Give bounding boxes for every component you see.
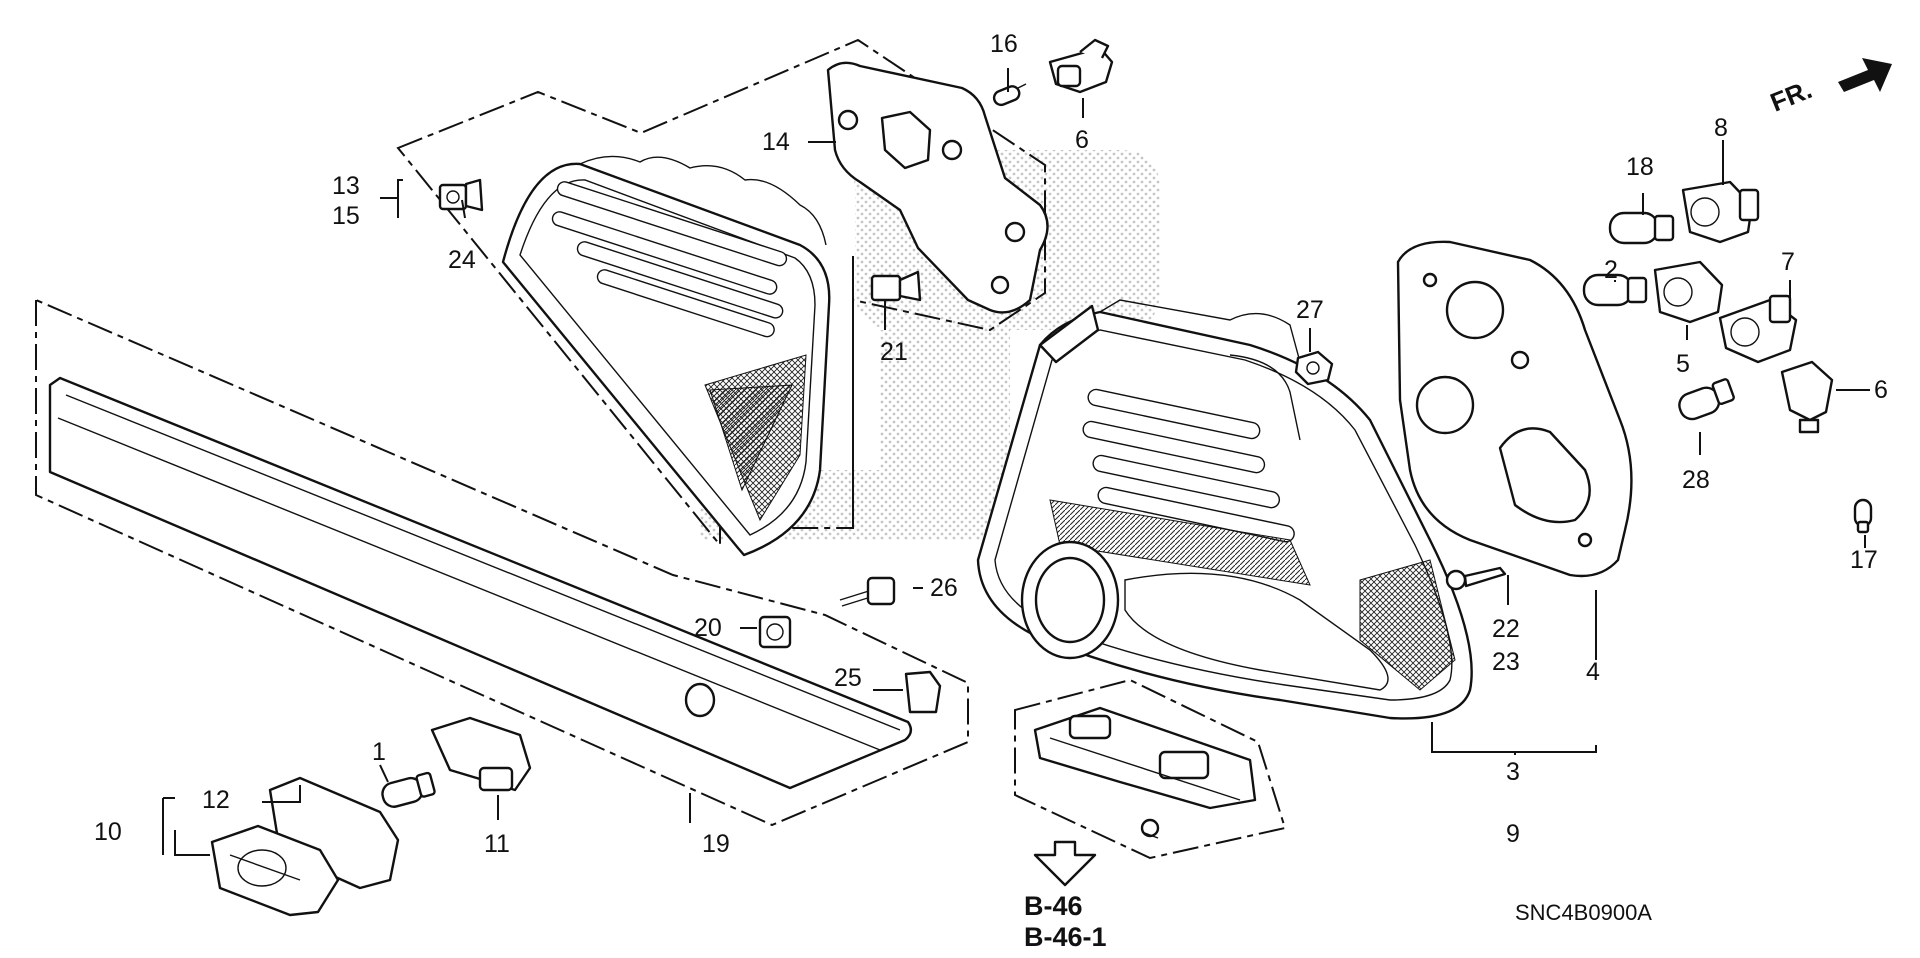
- callout-9: 9: [1506, 820, 1520, 848]
- bulb-28: [1678, 378, 1735, 421]
- inner-tail-light: [501, 155, 831, 557]
- callout-28: 28: [1682, 466, 1710, 494]
- callout-22: 22: [1492, 615, 1520, 643]
- callout-26: 26: [930, 574, 958, 602]
- callout-4: 4: [1586, 658, 1600, 686]
- bulb-16: [992, 83, 1027, 107]
- garnish-19: [48, 376, 913, 790]
- inner-light-led-rows: [551, 181, 788, 338]
- lower-bracket-boundary: [1014, 678, 1287, 860]
- grommet-20: [758, 615, 792, 649]
- callout-18: 18: [1626, 153, 1654, 181]
- bulb-17: [1853, 498, 1873, 534]
- callout-11: 11: [484, 830, 510, 858]
- clip-25: [904, 670, 942, 714]
- callout-6-lower: 6: [1874, 376, 1888, 404]
- callout-24: 24: [448, 246, 476, 274]
- outer-light-housing-back: [1099, 299, 1301, 363]
- callout-21: 21: [880, 338, 908, 366]
- callout-27: 27: [1296, 296, 1324, 324]
- callout-14: 14: [762, 128, 790, 156]
- reference-arrow-icon: [1033, 840, 1097, 887]
- socket-7: [1718, 294, 1798, 364]
- callout-6-upper: 6: [1075, 126, 1089, 154]
- callout-2: 2: [1604, 256, 1618, 284]
- garnish-group-boundary: [35, 298, 969, 827]
- socket-5: [1653, 260, 1724, 324]
- front-direction-indicator: FR.: [1766, 58, 1892, 118]
- pin-21: [870, 270, 922, 302]
- callout-5: 5: [1676, 350, 1690, 378]
- reference-b46[interactable]: B-46: [1024, 891, 1083, 921]
- socket-6-lower: [1780, 360, 1834, 434]
- callout-25: 25: [834, 664, 862, 692]
- leader-lines: [162, 68, 1870, 856]
- outer-light-led-rows: [1082, 388, 1295, 543]
- callout-10: 10: [94, 818, 122, 846]
- reference-b46-1[interactable]: B-46-1: [1024, 922, 1107, 952]
- diagram-code: SNC4B0900A: [1515, 900, 1652, 925]
- callout-17: 17: [1850, 546, 1878, 574]
- gasket-14: [826, 61, 1049, 314]
- callout-1: 1: [372, 738, 386, 766]
- outer-light-hatch-band: [1049, 499, 1311, 586]
- socket-11: [430, 716, 532, 792]
- socket-6-upper: [1048, 38, 1114, 94]
- bulb-18: [1608, 211, 1675, 245]
- license-light-10-12: [210, 776, 400, 917]
- bulb-2: [1582, 273, 1648, 307]
- callout-8: 8: [1714, 114, 1728, 142]
- callout-23: 23: [1492, 648, 1520, 676]
- upper-group-boundary: [396, 38, 1046, 548]
- callout-7: 7: [1781, 248, 1795, 276]
- callout-3: 3: [1506, 758, 1520, 786]
- callout-labels: 1 2 3 4 5 6 6 7 8 9 10 11 12 13 14 15 16…: [94, 30, 1888, 858]
- screw-22-23: [1445, 566, 1507, 591]
- nut-27: [1294, 350, 1334, 386]
- callout-16: 16: [990, 30, 1018, 58]
- bulb-1: [381, 771, 436, 808]
- bolt-26: [839, 576, 896, 607]
- callout-20: 20: [694, 614, 722, 642]
- lower-bracket: [1033, 706, 1257, 839]
- callout-12: 12: [202, 786, 230, 814]
- callout-19: 19: [702, 830, 730, 858]
- clip-24: [438, 178, 484, 212]
- callout-13: 13: [332, 172, 360, 200]
- front-arrow-icon: [1838, 58, 1892, 92]
- socket-8: [1681, 180, 1760, 244]
- outer-light-mesh: [1359, 559, 1456, 691]
- outer-tail-light: [976, 299, 1473, 720]
- gasket-4: [1396, 240, 1633, 578]
- front-direction-label: FR.: [1766, 74, 1816, 118]
- callout-15: 15: [332, 202, 360, 230]
